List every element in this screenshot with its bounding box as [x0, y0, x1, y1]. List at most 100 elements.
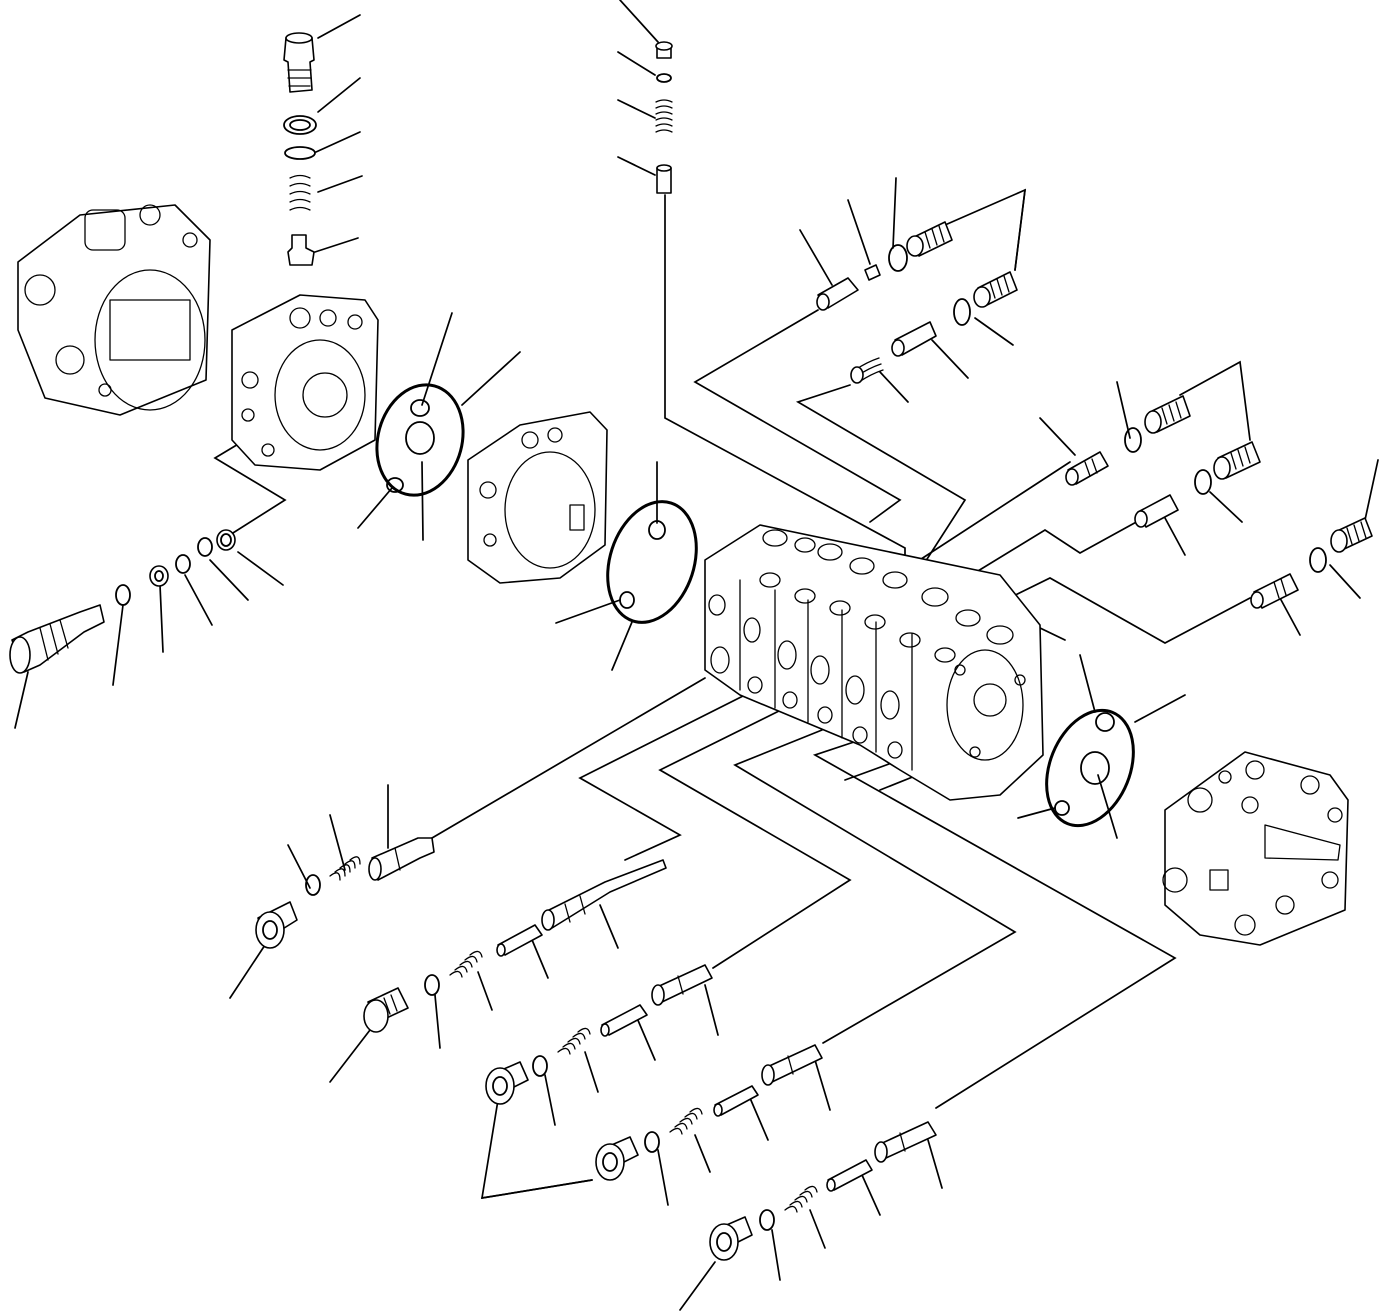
leader-line [749, 1097, 769, 1141]
assembly-line [733, 729, 1017, 1044]
seat [216, 529, 236, 551]
leader-line [617, 51, 656, 76]
gasket-1 [375, 383, 465, 497]
leader-line [1079, 654, 1096, 713]
assembly-line [994, 577, 1251, 644]
leader-line [314, 237, 359, 253]
leader-line [861, 1174, 881, 1216]
small-piston [864, 264, 881, 281]
section-body [1164, 751, 1349, 946]
spool-assembly-4 [595, 1044, 823, 1181]
leader-line [329, 1029, 371, 1083]
section-dividers [739, 579, 913, 771]
relief-head [9, 636, 31, 674]
assembly-line [812, 739, 1177, 1109]
assembly-line [658, 707, 852, 969]
poppet [287, 234, 315, 266]
gasket-3 [1045, 708, 1135, 828]
o-ring [305, 874, 321, 896]
boss [84, 209, 126, 251]
leader-line [317, 77, 361, 113]
leader-line [477, 971, 493, 1011]
assembly-line [578, 694, 746, 861]
leader-line [317, 175, 363, 193]
leader-line [184, 574, 213, 626]
main-valve-body [704, 524, 1044, 801]
leader-line [1164, 517, 1186, 556]
leader-line [229, 944, 266, 999]
spool-assembly-5 [709, 1121, 937, 1261]
side-ports [708, 594, 903, 759]
section-body [467, 411, 608, 584]
leader-line [1116, 381, 1131, 439]
leader-line [704, 984, 719, 1036]
leader-line [636, 1017, 656, 1061]
gasket-ring [375, 383, 465, 497]
port-relief-group-1 [816, 221, 1018, 384]
o-ring [1124, 427, 1142, 453]
leader-line [1014, 189, 1026, 271]
leader-line [927, 1139, 943, 1189]
work-section [467, 411, 608, 584]
assembly-line [795, 384, 967, 571]
cartridge-cap [285, 32, 313, 44]
main-relief-assembly [9, 529, 236, 674]
o-ring [888, 244, 908, 272]
assembly-line [431, 677, 706, 839]
leader-line [421, 461, 424, 541]
leader-line [771, 1229, 781, 1281]
backup-ring [283, 115, 317, 135]
leader-line [809, 1209, 826, 1249]
valve-body-outline [704, 524, 1044, 801]
leader-line [1039, 417, 1076, 456]
o-ring [644, 1131, 660, 1153]
relief-spool [11, 604, 105, 673]
spring [289, 174, 311, 211]
spring [669, 1107, 703, 1135]
small-spring [655, 99, 673, 133]
small-o-ring [656, 73, 672, 83]
leader-line [599, 904, 619, 949]
spool-assembly-2 [363, 859, 667, 1033]
outlet-section-left [17, 204, 211, 416]
leader-line [679, 1261, 716, 1311]
leader-line [1097, 774, 1118, 839]
assembly-line [914, 461, 1071, 564]
leader-line [657, 1149, 669, 1206]
leader-line [611, 621, 633, 671]
assembly-line [213, 439, 287, 539]
leader-line [329, 814, 346, 871]
gasket-ring [606, 500, 698, 624]
assembly-line [664, 194, 906, 581]
leader-line [434, 994, 441, 1049]
leader-line [974, 317, 1014, 346]
leader-line [617, 156, 656, 176]
end-face [946, 649, 1026, 761]
o-ring [532, 1055, 548, 1077]
leader-line [892, 177, 897, 249]
gasket-ring [1045, 708, 1135, 828]
leader-line [237, 551, 284, 586]
leader-line [1209, 491, 1243, 523]
leader-line [544, 1074, 556, 1126]
leader-line [1017, 807, 1056, 819]
leader-line [14, 671, 29, 729]
o-ring [953, 298, 971, 326]
leader-line [421, 312, 453, 406]
leader-line [619, 0, 659, 43]
top-ports [759, 529, 1014, 663]
leader-line [847, 199, 871, 265]
leader-line [481, 1179, 593, 1199]
retainer [149, 565, 169, 587]
leader-line [317, 14, 361, 39]
spring [557, 1027, 591, 1055]
outlet-section-right [1162, 751, 1349, 946]
leader-line [814, 1059, 831, 1111]
leader-line [555, 599, 621, 624]
leader-line [1279, 597, 1301, 636]
o-ring [115, 584, 131, 606]
assembly-line [954, 519, 1141, 586]
spool-assembly-3 [485, 964, 713, 1105]
leader-line [617, 99, 656, 119]
